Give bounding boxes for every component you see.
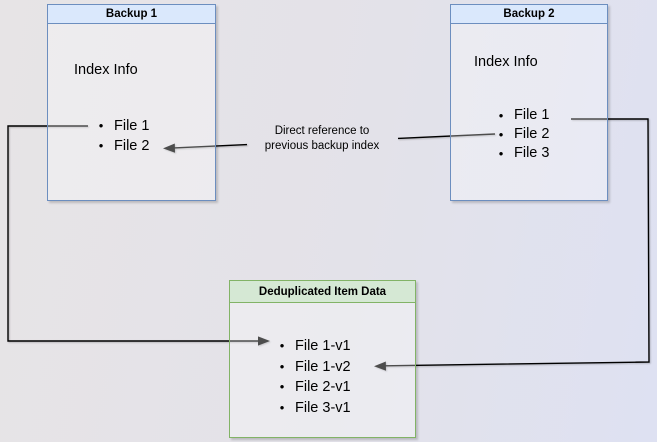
dedup-store-box: Deduplicated Item Data • File 1-v1 • Fil… bbox=[229, 280, 416, 438]
list-item: • File 3 bbox=[496, 144, 550, 163]
backup2-box: Backup 2 Index Info • File 1 • File 2 • … bbox=[450, 4, 608, 201]
annotation-line1: Direct reference to bbox=[274, 125, 370, 137]
backup2-file-list: • File 1 • File 2 • File 3 bbox=[496, 106, 550, 163]
file-entry: File 1 bbox=[114, 118, 150, 134]
file-entry: File 1-v1 bbox=[295, 338, 351, 354]
bullet-icon: • bbox=[279, 358, 285, 374]
file-entry: File 2 bbox=[114, 138, 150, 154]
bullet-icon: • bbox=[279, 399, 285, 415]
list-item: • File 1-v2 bbox=[277, 357, 351, 378]
bullet-icon: • bbox=[498, 127, 504, 142]
backup1-file-list: • File 1 • File 2 bbox=[96, 116, 150, 156]
file-entry: File 1-v2 bbox=[295, 358, 351, 375]
bullet-icon: • bbox=[279, 338, 285, 353]
file-entry: File 2-v1 bbox=[295, 379, 351, 396]
dedup-store-title: Deduplicated Item Data bbox=[258, 285, 387, 298]
list-item: • File 1 bbox=[496, 106, 550, 125]
list-item: • File 2 bbox=[96, 136, 150, 156]
list-item: • File 2-v1 bbox=[277, 377, 351, 398]
bullet-icon: • bbox=[498, 108, 504, 123]
bullet-icon: • bbox=[98, 118, 104, 133]
backup1-title: Backup 1 bbox=[105, 8, 158, 20]
dedup-file-list: • File 1-v1 • File 1-v2 • File 2-v1 • Fi… bbox=[277, 336, 351, 418]
direct-reference-annotation: Direct reference to previous backup inde… bbox=[237, 124, 407, 154]
backup2-title: Backup 2 bbox=[503, 8, 555, 20]
dedup-store-header: Deduplicated Item Data bbox=[230, 281, 415, 303]
list-item: • File 1 bbox=[96, 116, 150, 136]
backup2-header: Backup 2 bbox=[451, 5, 607, 24]
list-item: • File 1-v1 bbox=[277, 336, 351, 357]
bullet-icon: • bbox=[98, 138, 104, 153]
file-entry: File 1 bbox=[514, 107, 550, 123]
backup1-box: Backup 1 Index Info • File 1 • File 2 bbox=[47, 4, 216, 201]
file-entry: File 2 bbox=[514, 126, 550, 142]
backup2-index-info-label: Index Info bbox=[474, 54, 538, 70]
file-entry: File 3 bbox=[514, 145, 550, 161]
backup1-header: Backup 1 bbox=[48, 5, 215, 24]
file-entry: File 3-v1 bbox=[295, 399, 351, 416]
list-item: • File 2 bbox=[496, 125, 550, 144]
bullet-icon: • bbox=[279, 379, 285, 395]
annotation-line2: previous backup index bbox=[264, 140, 380, 152]
list-item: • File 3-v1 bbox=[277, 398, 351, 419]
bullet-icon: • bbox=[498, 146, 504, 161]
backup1-index-info-label: Index Info bbox=[74, 62, 138, 78]
